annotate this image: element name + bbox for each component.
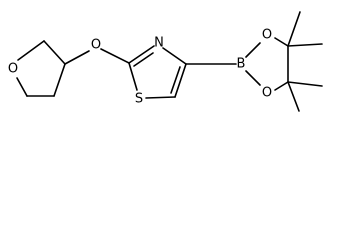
atom-nitrogen: N [154, 36, 164, 51]
atom-oxygen-thf: O [8, 62, 18, 77]
atom-sulfur: S [135, 92, 143, 107]
bond-thiazole-c2-n [128, 45, 155, 64]
bond-thf-c5-o [17, 40, 45, 61]
bond-ether-o-thiazole-c2 [100, 48, 130, 64]
atom-oxygen-boronate-bottom: O [262, 86, 272, 101]
bond-boron-o-top [245, 42, 261, 58]
atom-labels: O O N S B O O [8, 28, 272, 107]
bond-thiazole-c4-c5 [174, 63, 187, 98]
bond-o-top-c [274, 37, 289, 47]
bond-c3-ether-o [64, 50, 90, 65]
bond-thf-o-c2 [16, 77, 28, 97]
chemical-structure: O O N S B O O [7, 11, 323, 112]
bond-methyl-bottom-right [287, 81, 323, 87]
bond-thf-c4-c5 [43, 40, 66, 65]
bond-boron-o-bottom [245, 70, 261, 86]
bond-methyl-top-right [287, 43, 323, 47]
bonds [16, 11, 323, 112]
bond-methyl-top-up [287, 11, 301, 47]
atom-oxygen-ether: O [91, 38, 101, 53]
bond-thiazole-n-c4 [162, 47, 187, 65]
bond-thiazole-c5-s [145, 96, 176, 99]
bond-thiazole-c2-n-double [133, 52, 154, 67]
atom-oxygen-boronate-top: O [262, 28, 272, 43]
atom-boron: B [237, 57, 246, 72]
structure-drawing: O O N S B O O [8, 11, 323, 112]
bond-o-bottom-c [274, 81, 289, 91]
bond-thf-c3-c4 [53, 63, 66, 97]
bond-thiazole-c4-c5-double [170, 66, 181, 94]
bond-thiazole-s-c2 [128, 62, 138, 91]
bond-methyl-bottom-down [287, 81, 300, 112]
